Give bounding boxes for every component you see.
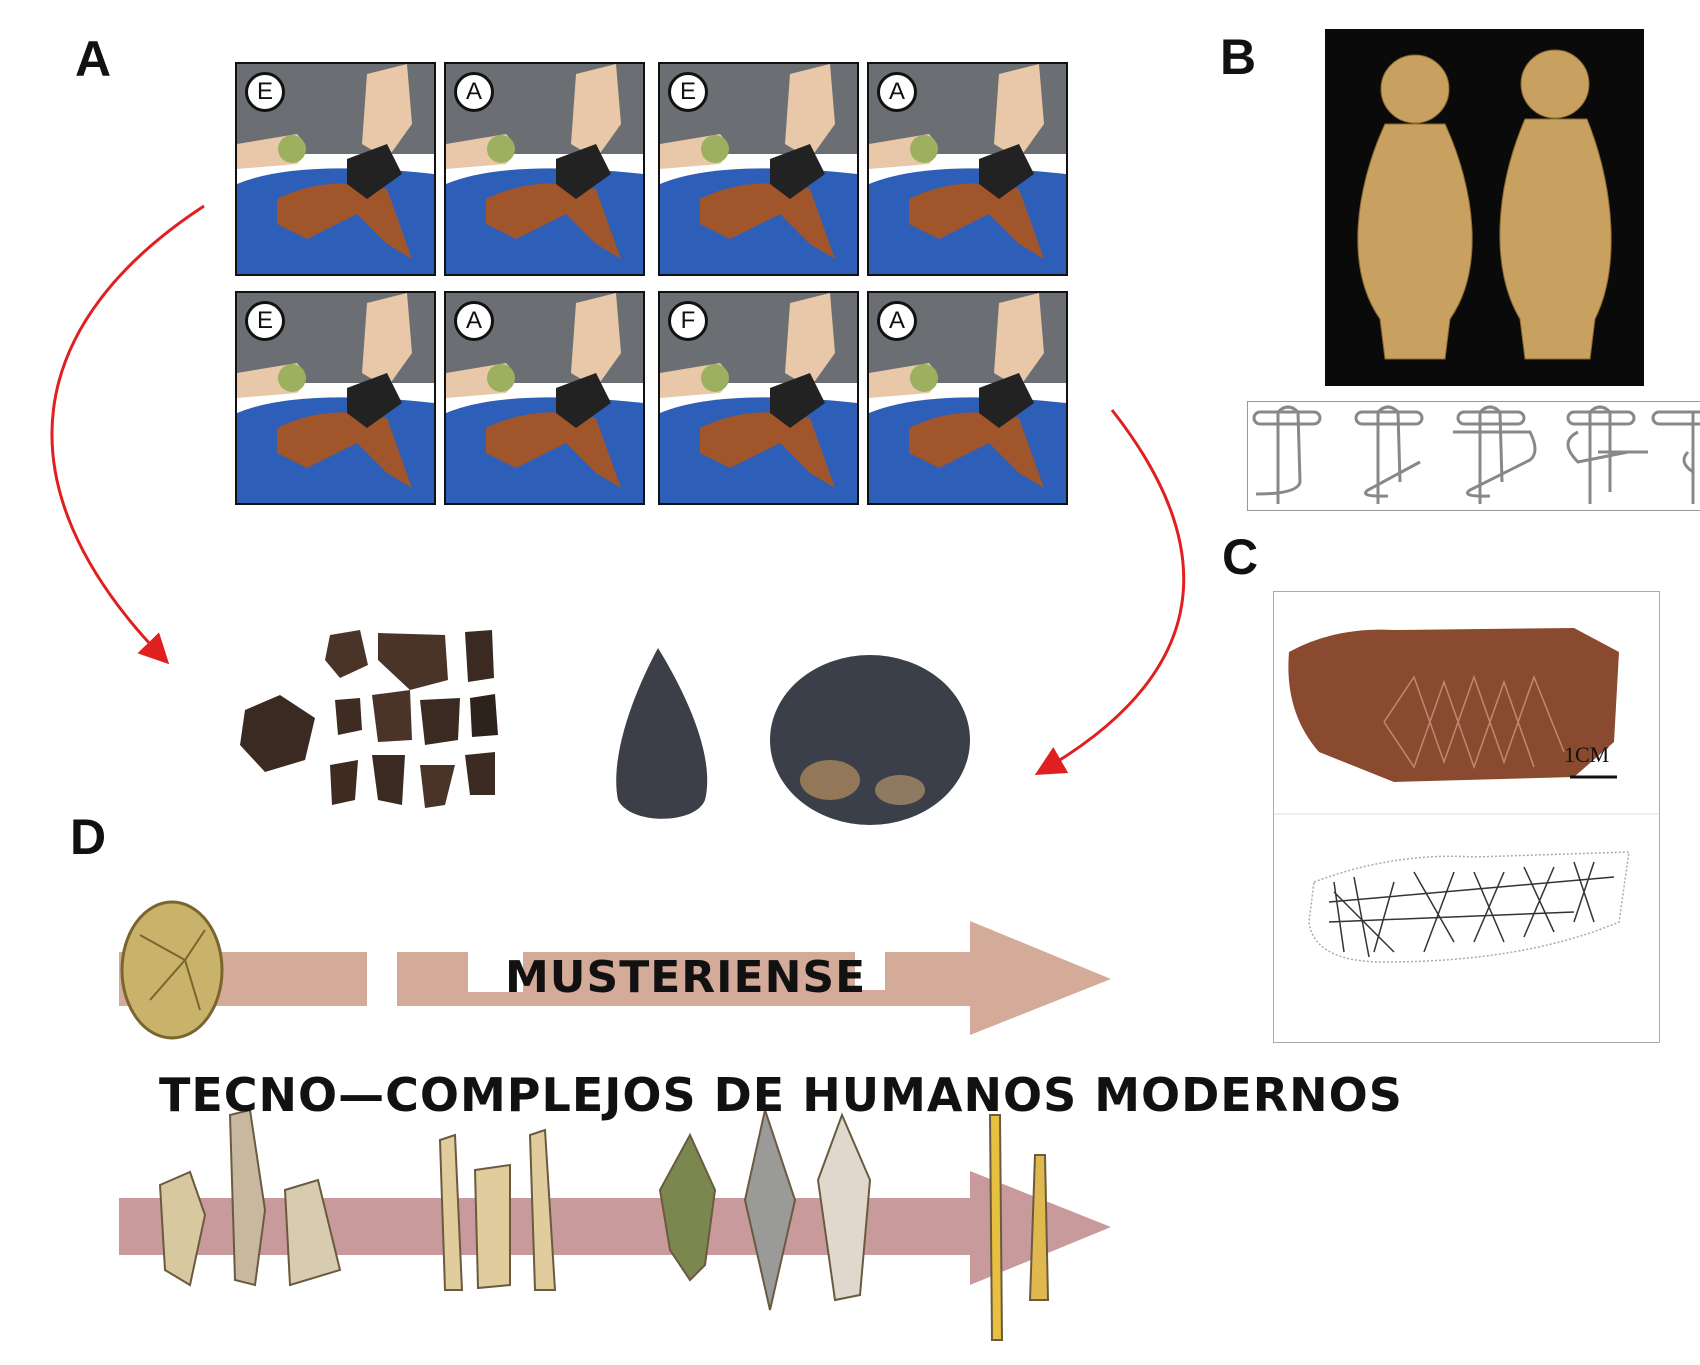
flake-fragments-icon (240, 630, 498, 808)
mousterian-label: MUSTERIENSE (505, 952, 867, 1003)
knapping-frame: A (444, 291, 645, 505)
scale-bar-label: 1CM (1564, 742, 1610, 767)
step-letter: E (245, 72, 285, 112)
step-letter: E (668, 72, 708, 112)
step-letter: E (245, 301, 285, 341)
knapping-frame: F (658, 291, 859, 505)
modern-techno-complexes-heading: TECNO—COMPLEJOS DE HUMANOS MODERNOS (159, 1068, 1403, 1122)
debitage-pile-icon (770, 655, 970, 825)
panel-label-d: D (70, 809, 107, 865)
step-letter: A (454, 301, 494, 341)
knapping-frame: E (235, 62, 436, 276)
knot-step-4 (1566, 405, 1648, 504)
panel-label-c: C (1222, 529, 1259, 585)
mousterian-arrow (119, 921, 1111, 1035)
step-letter: A (877, 301, 917, 341)
knot-step-5 (1651, 410, 1700, 504)
mousterian-tool-icon (120, 900, 224, 1040)
panel-label-a: A (75, 31, 112, 87)
step-letter: F (668, 301, 708, 341)
step-letter: A (877, 72, 917, 112)
step-letter: A (454, 72, 494, 112)
venus-figurine-photo (1325, 29, 1644, 386)
leaf-point-icon (616, 648, 708, 819)
curved-arrow-left (50, 204, 205, 665)
modern-tools-icons (158, 1106, 1050, 1341)
engraved-ochre-panel: 1CM (1273, 591, 1660, 1043)
knot-step-1 (1252, 405, 1322, 504)
engraving-tracing (1308, 851, 1630, 963)
knot-step-2 (1354, 405, 1424, 504)
modern-arrow (119, 1171, 1111, 1285)
knapping-frame: E (658, 62, 859, 276)
engraved-ochre-photo (1288, 628, 1619, 782)
curved-arrow-right (1034, 409, 1186, 775)
knapping-frame: A (867, 291, 1068, 505)
knot-diagram (1247, 401, 1700, 511)
knot-step-3 (1453, 405, 1537, 504)
knapping-frame: A (867, 62, 1068, 276)
panel-label-b: B (1220, 29, 1257, 85)
knapping-frame: A (444, 62, 645, 276)
knapping-frame: E (235, 291, 436, 505)
